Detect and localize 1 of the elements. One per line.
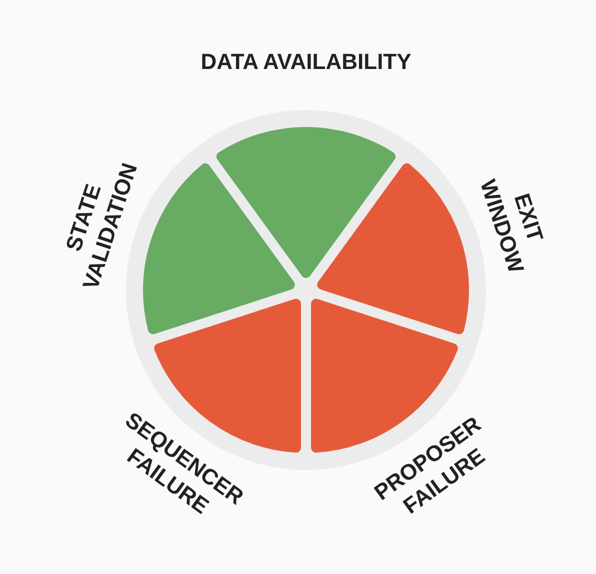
- slice-label: DATA AVAILABILITY: [200, 48, 412, 76]
